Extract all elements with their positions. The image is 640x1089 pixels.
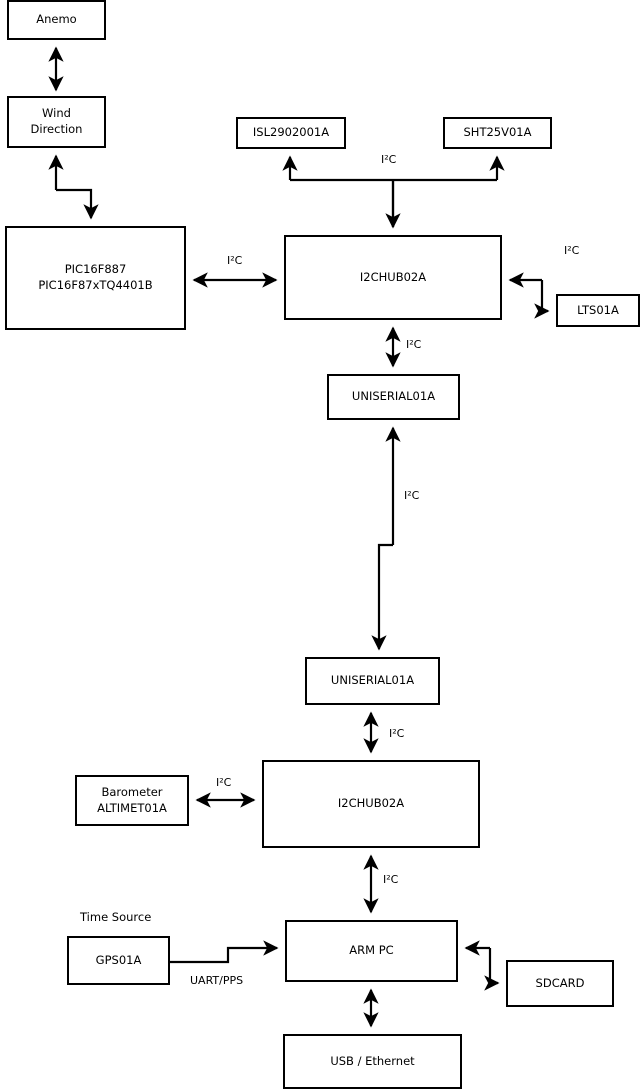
node-lts01a[interactable]: LTS01A — [556, 294, 640, 327]
node-pic-microcontroller[interactable]: PIC16F887 PIC16F87xTQ4401B — [5, 226, 186, 330]
node-anemo-label: Anemo — [36, 12, 77, 27]
node-i2chub02a-top-label: I2CHUB02A — [359, 269, 427, 284]
node-usb-ethernet[interactable]: USB / Ethernet — [283, 1034, 462, 1089]
node-wind-direction[interactable]: Wind Direction — [7, 96, 106, 148]
edge-label-barometer-i2c: I²C — [216, 776, 232, 789]
connector-hubtop-lts-out — [534, 280, 550, 319]
node-uniserial01a-bottom[interactable]: UNISERIAL01A — [305, 657, 440, 705]
node-pic-microcontroller-label: PIC16F887 PIC16F87xTQ4401B — [38, 262, 153, 292]
node-sht25v01a-label: SHT25V01A — [463, 125, 532, 140]
node-sdcard-label: SDCARD — [535, 975, 585, 990]
node-usb-ethernet-label: USB / Ethernet — [330, 1053, 415, 1068]
edge-label-hub-uniserial-i2c: I²C — [406, 338, 422, 351]
connector-gps-armpc — [170, 940, 279, 964]
edge-label-isl-sht-i2c: I²C — [381, 153, 397, 166]
node-gps01a-label: GPS01A — [95, 952, 142, 967]
node-barometer-altimet01a-label: Barometer ALTIMET01A — [97, 784, 167, 815]
node-isl2902001a-label: ISL2902001A — [252, 125, 330, 140]
edge-label-uniserial-link-i2c: I²C — [404, 489, 420, 502]
node-i2chub02a-bottom[interactable]: I2CHUB02A — [262, 760, 480, 848]
node-wind-direction-label: Wind Direction — [30, 106, 83, 136]
node-uniserial01a-top-label: UNISERIAL01A — [351, 389, 436, 404]
connector-uniserial-long — [371, 543, 393, 651]
edge-label-uart-pps: UART/PPS — [190, 974, 244, 987]
edge-label-lts-i2c: I²C — [564, 244, 580, 257]
node-anemo[interactable]: Anemo — [7, 0, 106, 40]
node-i2chub02a-bottom-label: I2CHUB02A — [337, 796, 405, 811]
node-barometer-altimet01a[interactable]: Barometer ALTIMET01A — [75, 775, 189, 826]
node-sdcard[interactable]: SDCARD — [506, 960, 614, 1007]
connector-winddirection-pic-2 — [56, 188, 99, 220]
node-sht25v01a[interactable]: SHT25V01A — [443, 117, 552, 149]
node-uniserial01a-bottom-label: UNISERIAL01A — [330, 673, 415, 688]
node-isl2902001a[interactable]: ISL2902001A — [236, 117, 346, 149]
node-i2chub02a-top[interactable]: I2CHUB02A — [284, 235, 502, 320]
edge-label-uniserial-hub-i2c: I²C — [389, 727, 405, 740]
node-uniserial01a-top[interactable]: UNISERIAL01A — [327, 374, 460, 420]
node-arm-pc-label: ARM PC — [349, 943, 394, 958]
node-lts01a-label: LTS01A — [577, 302, 619, 317]
connector-armpc-sdcard-out — [484, 948, 500, 991]
label-time-source: Time Source — [80, 910, 152, 924]
node-gps01a[interactable]: GPS01A — [67, 936, 170, 985]
edge-label-pic-hub-i2c: I²C — [227, 254, 243, 267]
node-arm-pc[interactable]: ARM PC — [285, 920, 458, 982]
edge-label-hub-armpc-i2c: I²C — [383, 873, 399, 886]
